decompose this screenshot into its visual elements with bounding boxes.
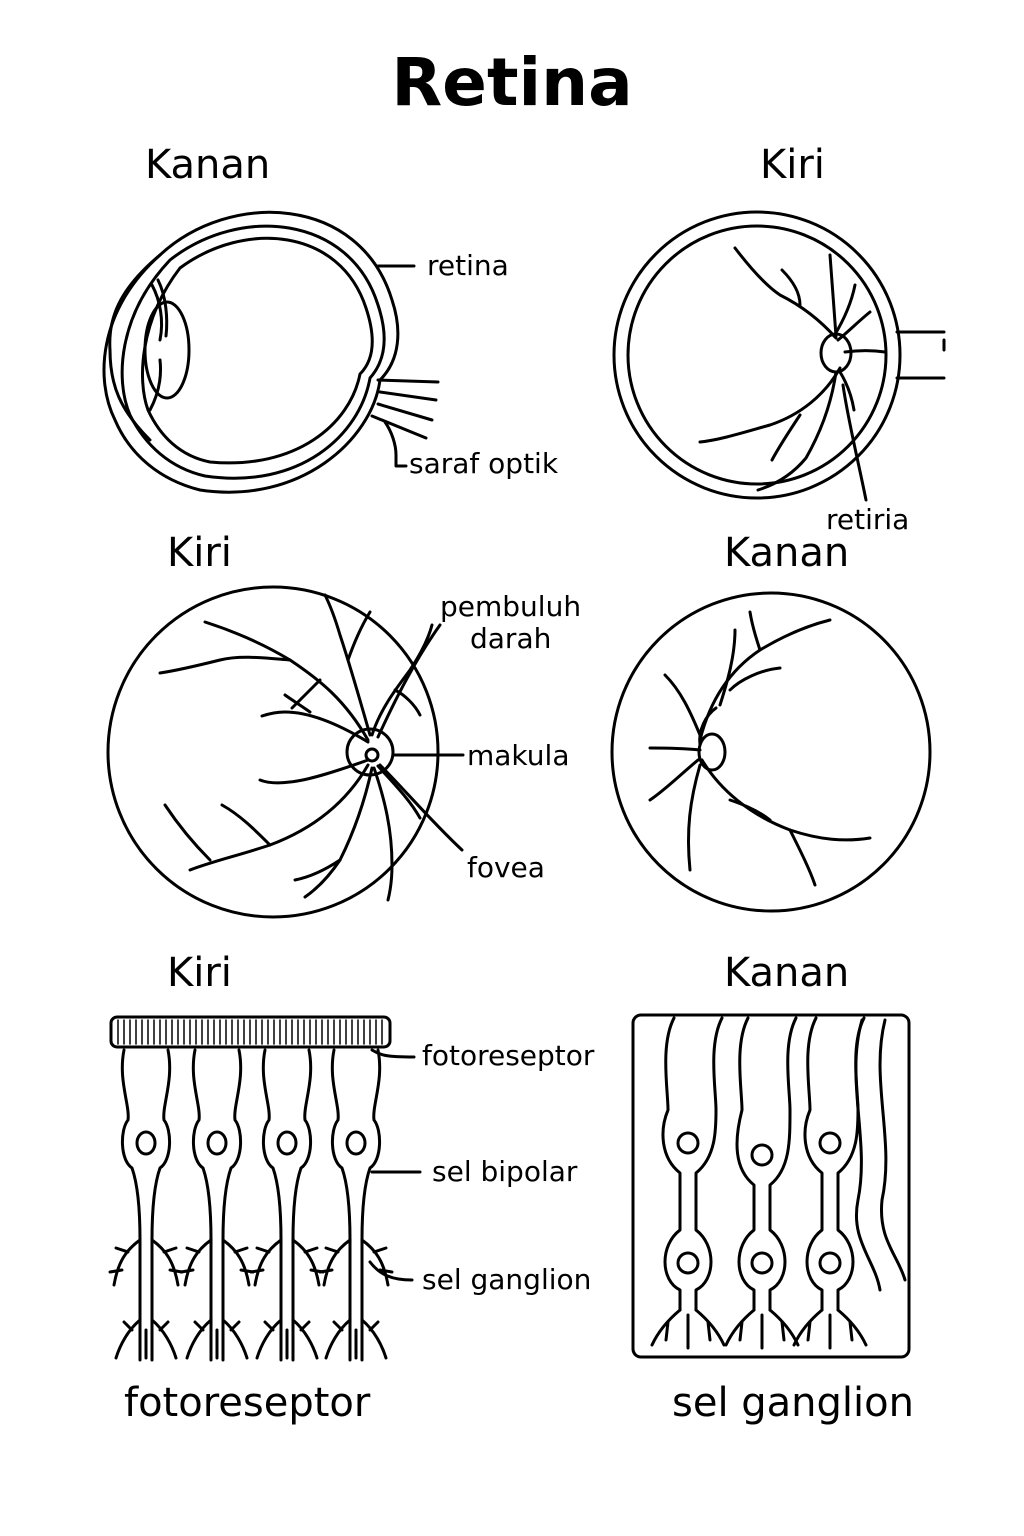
label-fovea: fovea: [467, 851, 545, 884]
caption-left: fotoreseptor: [124, 1380, 371, 1426]
label-retina-2: retiria: [826, 503, 910, 536]
ganglion-cell: [726, 1018, 798, 1348]
heading-mid-left: Kiri: [167, 530, 232, 576]
label-pembuluh: pembuluh: [440, 590, 582, 623]
ganglion-layer: [633, 1015, 909, 1357]
heading-top-left: Kanan: [145, 142, 271, 188]
label-makula: makula: [467, 739, 570, 772]
page-title: Retina: [391, 44, 633, 121]
retina-side-view: [614, 212, 944, 500]
label-saraf-optik: saraf optik: [409, 447, 559, 480]
label-darah: darah: [470, 622, 552, 655]
label-fotoreseptor: fotoreseptor: [422, 1039, 595, 1072]
neuron-cell: [110, 1050, 182, 1360]
fundus-right: [612, 593, 930, 911]
neuron-cell: [181, 1050, 253, 1360]
fundus-left: [108, 587, 463, 917]
label-retina: retina: [427, 249, 509, 282]
label-sel-bipolar: sel bipolar: [432, 1155, 578, 1188]
heading-mid-right: Kanan: [724, 530, 850, 576]
neuron-cell: [251, 1050, 323, 1360]
heading-bottom-left: Kiri: [167, 950, 232, 996]
photoreceptor-layer: [110, 1017, 420, 1360]
heading-top-right: Kiri: [760, 142, 825, 188]
neuron-cell: [320, 1050, 392, 1360]
lens-icon: [145, 302, 189, 398]
label-sel-ganglion: sel ganglion: [422, 1263, 592, 1296]
eye-cross-section: [104, 212, 438, 492]
ganglion-cell: [652, 1018, 724, 1348]
heading-bottom-right: Kanan: [724, 950, 850, 996]
caption-right: sel ganglion: [672, 1380, 914, 1426]
